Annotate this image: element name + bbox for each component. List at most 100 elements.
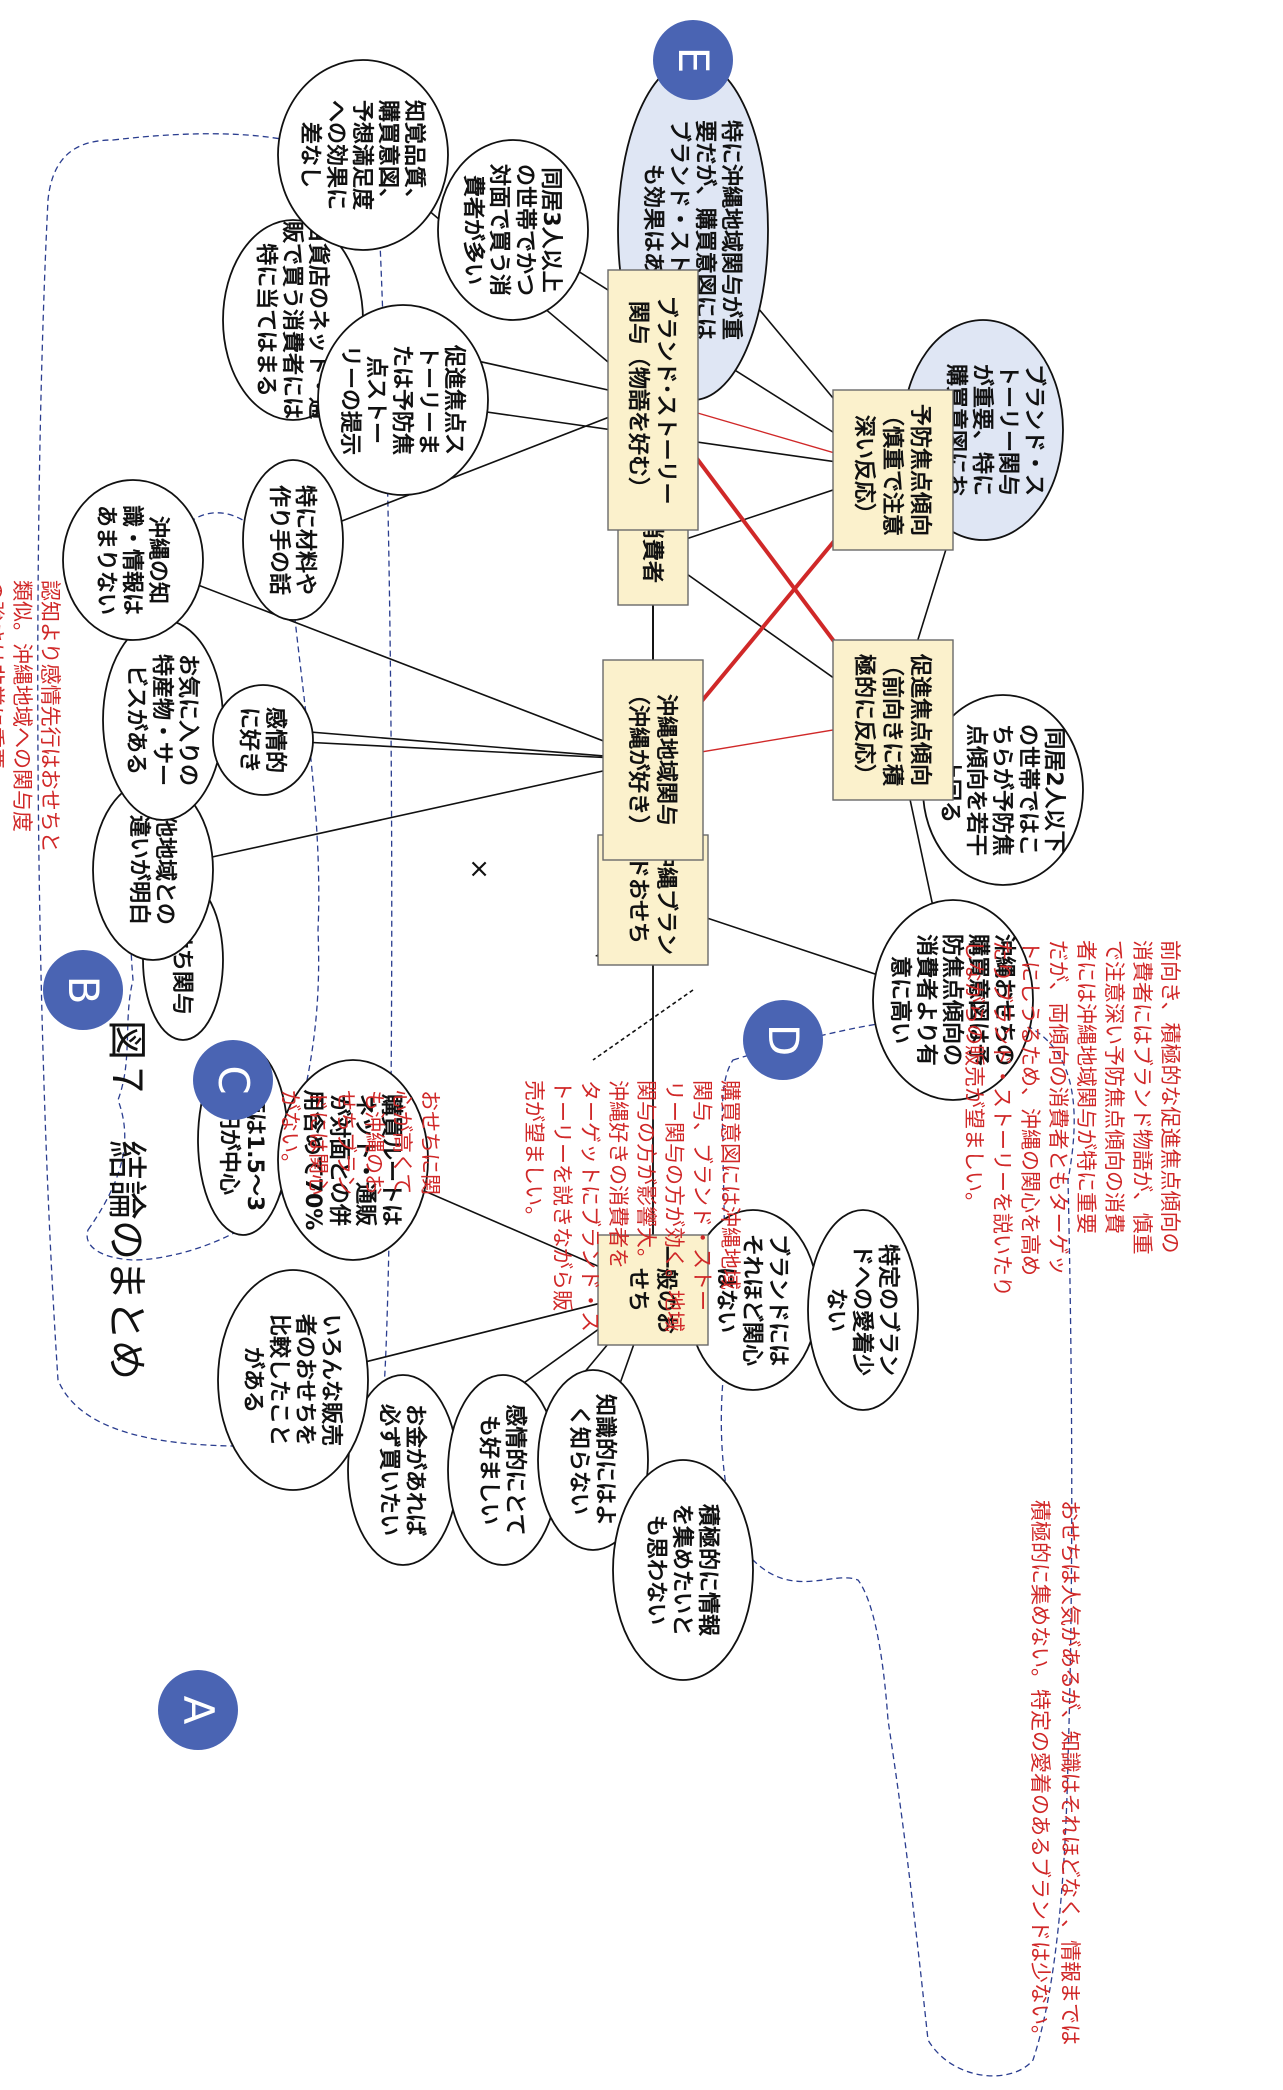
tachiiki-text-0: 他地域との bbox=[152, 814, 178, 925]
note-e-line-0: 前向き、積極的な促進焦点傾向の bbox=[1158, 940, 1182, 1254]
tachiiki-text-1: 違いが明白 bbox=[126, 815, 152, 925]
yobo-label-0: 予防焦点傾向 bbox=[907, 404, 933, 536]
badge-a: A bbox=[158, 1670, 238, 1750]
ippan-label-0: 一般のお bbox=[653, 1246, 679, 1334]
yobo-box-shape bbox=[832, 389, 954, 551]
dokyo3-text-1: の世帯でかつ bbox=[512, 164, 538, 296]
route-text-3: 用含めて70% bbox=[300, 1090, 326, 1231]
story-text-4: リーの提示 bbox=[337, 345, 363, 455]
chishiki_a-text-0: 知識的にはよ bbox=[592, 1394, 618, 1526]
chiiki-label-0: 沖縄地域関与 bbox=[653, 694, 679, 826]
note-c-line-3: せちブラン bbox=[334, 1090, 358, 1195]
connector-brand-zairyo bbox=[292, 399, 654, 541]
note-e-line-3: 者には沖縄地域関与が特に重要 bbox=[1074, 940, 1098, 1234]
aichaku-shape bbox=[807, 1209, 919, 1411]
iron-text-1: 者のおせちを bbox=[292, 1313, 317, 1446]
note-d: 購買意図には沖縄地域関与、ブランド・ストーリー関与の方が効く。地域関与の方が影響… bbox=[522, 1080, 742, 1332]
note-c-line-2: も沖縄のお bbox=[362, 1090, 386, 1195]
iron-text-2: 比較したこと bbox=[266, 1314, 292, 1446]
figure-caption: 図７ 結論のまとめ bbox=[103, 1020, 149, 1380]
ellipse-dokyo2: 同居2人以下の世帯ではこちらが予防焦点傾向を若干上回る bbox=[922, 694, 1084, 886]
story-text-2: たは予防焦 bbox=[389, 345, 415, 455]
chikaku-shape bbox=[277, 59, 449, 251]
badge-e-circle bbox=[653, 20, 733, 100]
dokyo2-text-1: の世帯ではこ bbox=[1015, 724, 1041, 856]
tokuni-text-0: 特に沖縄地域関与が重 bbox=[718, 120, 744, 340]
badge-e: E bbox=[653, 20, 733, 100]
chikaku-text-3: への効果に bbox=[323, 100, 349, 210]
story-shape bbox=[317, 304, 489, 496]
dokyo2-text-3: 点傾向を若干 bbox=[963, 724, 989, 856]
brandjuyo-text-0: ブランド・ス bbox=[1021, 364, 1047, 496]
aichaku-text-1: ドへの愛着少 bbox=[849, 1244, 875, 1376]
route-text-2: が対面との併 bbox=[326, 1094, 352, 1226]
chishiki_a-shape bbox=[537, 1369, 649, 1551]
yobo-label-2: 深い反応） bbox=[851, 415, 877, 525]
hyakka-text-2: 特に当てはまる bbox=[253, 243, 279, 397]
iron-text-3: がある bbox=[240, 1347, 266, 1413]
brandnai-text-1: それほど関心 bbox=[739, 1234, 764, 1366]
kanjo_b-text-1: に好き bbox=[236, 707, 262, 773]
okinawakobai-text-0: 沖縄おせちの bbox=[991, 934, 1016, 1066]
note-e-line-2: で注意深い予防焦点傾向の消費 bbox=[1102, 940, 1126, 1234]
badge-b-label: B bbox=[59, 976, 108, 1005]
okiniiri-text-1: 特産物・サー bbox=[149, 654, 175, 786]
chishiki_b-text-0: 沖縄の知 bbox=[145, 516, 171, 604]
note-b-line-0: 認知より感情先行はおせちと bbox=[38, 580, 62, 853]
kanjo_b-text-0: 感情的 bbox=[262, 707, 288, 773]
note-b-line-2: の強さは非常に重要。 bbox=[0, 580, 6, 790]
note-c-line-0: おせちに関 bbox=[418, 1090, 442, 1195]
note-e-line-4: だが、両傾向の消費者ともターゲッ bbox=[1046, 940, 1070, 1276]
arrow-cross-mark: × bbox=[464, 858, 494, 880]
badge-d-label: D bbox=[759, 1024, 808, 1056]
sekkyoku-text-2: も思わない bbox=[643, 1515, 668, 1625]
route-text-1: ネット・通販 bbox=[352, 1094, 377, 1227]
okinawakobai-text-4: 意に高い bbox=[887, 956, 913, 1044]
brand-box-shape bbox=[607, 269, 699, 531]
brandnai-text-2: はない bbox=[713, 1267, 738, 1333]
note-d-line-4: 沖縄好きの消費者を bbox=[606, 1080, 630, 1269]
note-c-line-4: ドには関心 bbox=[306, 1090, 330, 1195]
note-d-line-2: リー関与の方が効く。地域 bbox=[662, 1080, 686, 1332]
box-chiiki: 沖縄地域関与（沖縄が好き） bbox=[602, 659, 704, 861]
route-text-0: 購買ルートは bbox=[378, 1094, 403, 1226]
aichaku-text-0: 特定のブラン bbox=[875, 1244, 901, 1376]
dokyo2-text-0: 同居2人以下 bbox=[1041, 727, 1066, 852]
note-c-line-1: 心が高くて bbox=[390, 1090, 414, 1194]
note-d-line-7: 売が望ましい。 bbox=[522, 1080, 546, 1227]
badge-e-label: E bbox=[669, 47, 718, 74]
ippan-box-shape bbox=[597, 1234, 709, 1346]
okinawakobai-text-3: 消費者より有 bbox=[913, 934, 939, 1066]
connector-chiiki-tachiiki bbox=[152, 759, 654, 871]
route-shape bbox=[277, 1059, 429, 1261]
kanjo_a-text-0: 感情的にとて bbox=[502, 1404, 528, 1535]
aichaku-text-2: ない bbox=[823, 1288, 848, 1332]
badge-a-circle bbox=[158, 1670, 238, 1750]
note-d-line-1: 関与、ブランド・ストー bbox=[690, 1080, 714, 1311]
chishiki_b-text-2: あまりない bbox=[93, 505, 118, 615]
okane-text-1: 必ず買いたい bbox=[376, 1404, 402, 1536]
hyakka-text-1: 販で買う消費者には bbox=[279, 221, 304, 419]
note-e-line-7: しながらの販売が望ましい。 bbox=[962, 940, 986, 1213]
dokyo2-text-2: ちらが予防焦 bbox=[989, 724, 1015, 856]
okinawakobai-text-2: 防焦点傾向の bbox=[939, 934, 965, 1066]
brandjuyo-text-2: が重要、特に bbox=[969, 364, 995, 496]
note-d-line-5: ターゲットにブランド・ス bbox=[578, 1080, 602, 1332]
sekkyoku-text-0: 積極的に情報 bbox=[695, 1504, 721, 1637]
dokyo3-text-3: 費者が多い bbox=[460, 175, 486, 285]
badge-c: C bbox=[193, 1040, 273, 1120]
